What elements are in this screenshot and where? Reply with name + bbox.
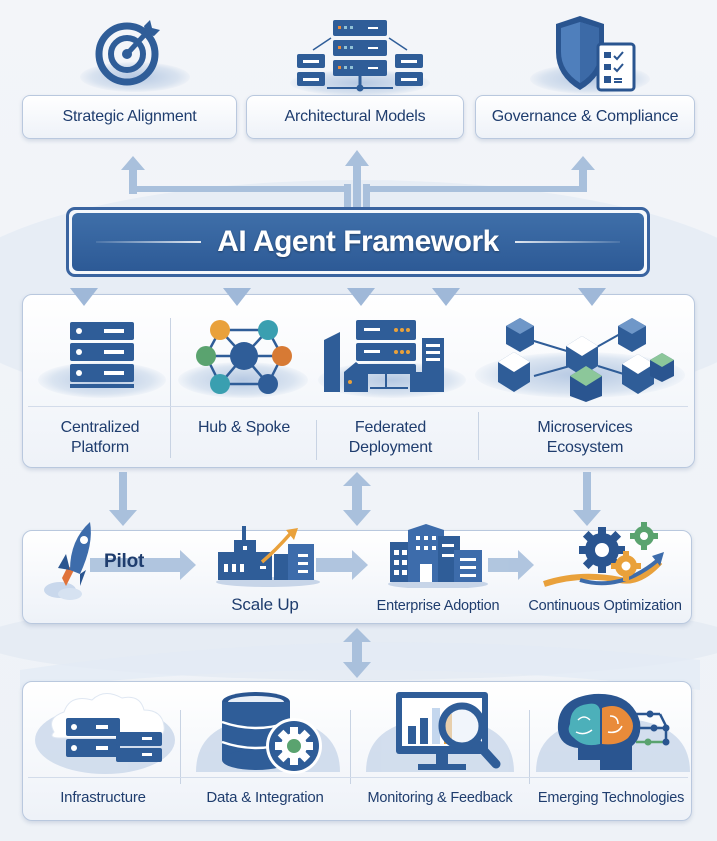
arrow-to-strategic [121,156,344,192]
monitor-magnifier-icon [396,692,501,770]
arrow-to-architectural [345,150,369,208]
framework-title: AI Agent Framework [217,225,499,258]
down-arrow-optimization [573,472,601,526]
stage-enterprise-adoption[interactable]: Enterprise Adoption [376,598,500,614]
federated-buildings-icon [324,320,444,392]
strategic-alignment-label: Strategic Alignment [62,108,197,125]
cube [506,318,534,352]
server-stack-icon [70,322,134,388]
hub-spoke-label: Hub & Spoke [197,419,291,436]
centralized-label-line2: Platform [71,439,129,456]
brain-circuit-icon [557,693,670,770]
foundation-monitoring-feedback[interactable]: Monitoring & Feedback [367,790,513,806]
model-hub-spoke[interactable]: Hub & Spoke [172,418,316,438]
model-microservices-ecosystem[interactable]: Microservices Ecosystem [480,418,690,458]
card-strategic-alignment[interactable]: Strategic Alignment [22,95,237,139]
microservices-label-line2: Ecosystem [546,439,624,456]
foundation-emerging-technologies[interactable]: Emerging Technologies [537,790,685,806]
down-arrow-4 [432,288,460,306]
architectural-models-label: Architectural Models [284,108,426,125]
shield-checklist-icon [556,16,636,92]
ai-agent-framework-banner[interactable]: AI Agent Framework [66,207,650,277]
journey-flow-arrows [90,550,534,580]
foundation-data-integration[interactable]: Data & Integration [206,789,324,806]
federated-label-line2: Deployment [348,439,433,456]
top-connector-arrows [121,150,595,210]
bidirectional-arrow-lower [343,628,371,678]
foundation-infrastructure[interactable]: Infrastructure [60,789,146,806]
down-arrow-pilot [109,472,137,526]
banner-left-rule [96,241,202,243]
down-arrow-1 [70,288,98,306]
cloud-servers-icon [51,693,165,762]
stage-continuous-optimization[interactable]: Continuous Optimization [528,598,682,614]
gears-icon [543,522,664,587]
federated-label-line1: Federated [354,419,427,436]
server-network-icon [297,20,423,92]
target-icon [95,20,160,86]
stage-pilot[interactable]: Pilot [104,551,145,572]
cubes-network-icon [498,318,674,402]
bidirectional-arrow-upper [343,472,371,526]
governance-compliance-label: Governance & Compliance [491,108,679,125]
banner-right-rule [514,241,620,243]
banner-down-arrows [70,288,606,306]
microservices-label-line1: Microservices [537,419,633,436]
down-arrow-5 [578,288,606,306]
centralized-label-line1: Centralized [60,419,140,436]
card-governance-compliance[interactable]: Governance & Compliance [475,95,695,139]
model-centralized-platform[interactable]: Centralized Platform [30,418,170,458]
factory-growth-icon [216,526,320,587]
mid-connector-arrows [109,472,601,526]
rocket-icon [44,522,91,600]
arrow-to-governance [370,156,595,192]
model-federated-deployment[interactable]: Federated Deployment [318,418,463,458]
card-architectural-models[interactable]: Architectural Models [246,95,464,139]
hub-spoke-network-icon [196,320,292,394]
down-arrow-2 [223,288,251,306]
lower-connector-arrow [343,628,371,678]
database-gear-icon [221,692,322,774]
down-arrow-3 [347,288,375,306]
stage-scale-up[interactable]: Scale Up [231,595,299,614]
office-buildings-icon [388,524,488,588]
